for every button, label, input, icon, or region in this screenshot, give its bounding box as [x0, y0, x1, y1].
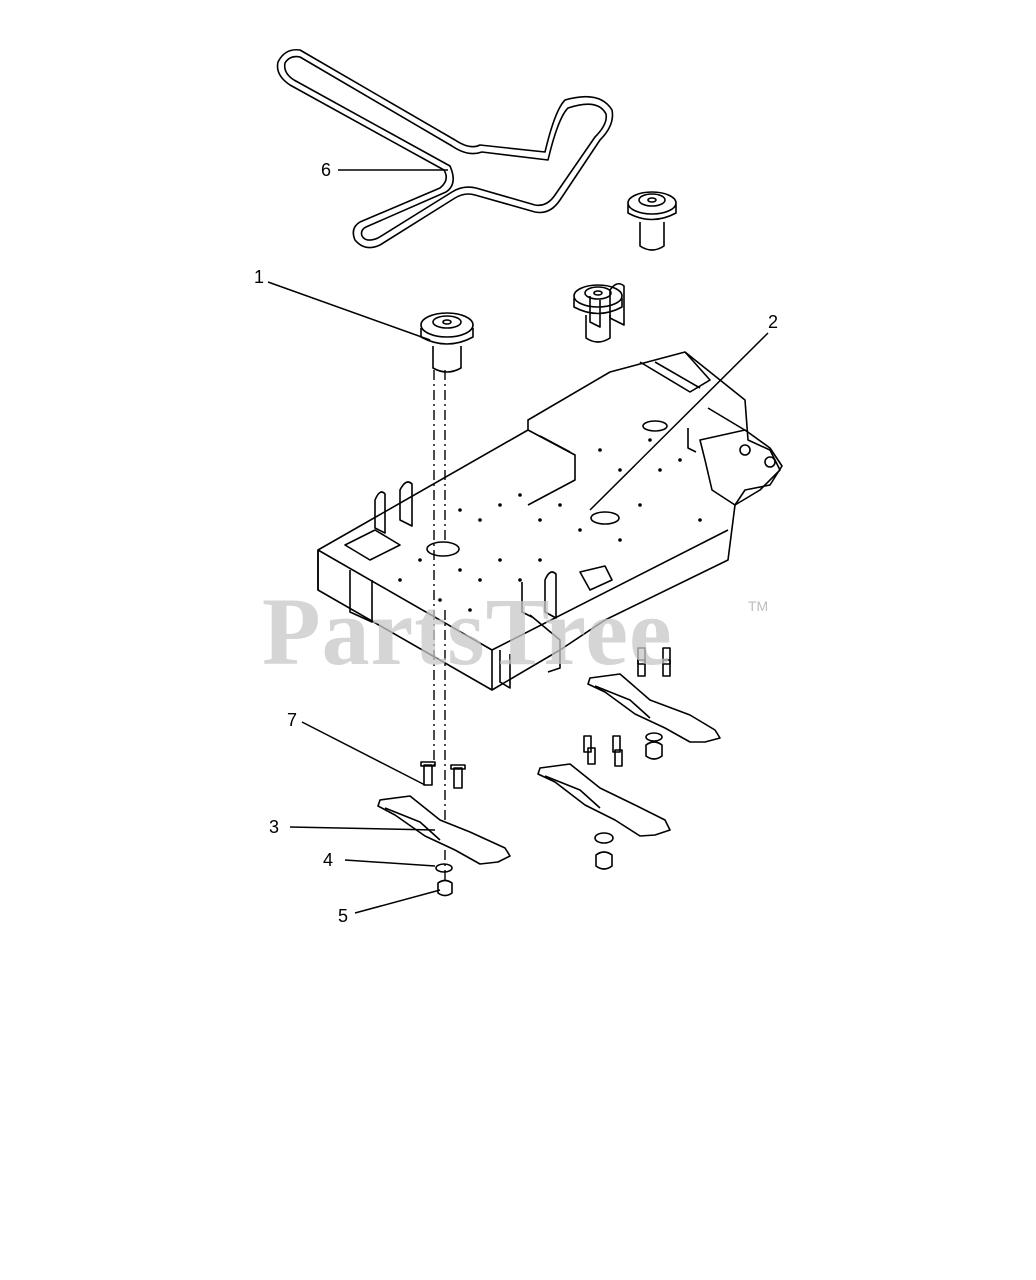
spindle-center [573, 284, 623, 343]
drive-belt [276, 48, 614, 249]
blade-right [587, 673, 721, 743]
callout-5: 5 [338, 906, 349, 926]
callout-2: 2 [768, 312, 779, 332]
spindle-right-rear [627, 191, 677, 251]
callout-3: 3 [269, 817, 280, 837]
hardware [420, 647, 671, 897]
callout-7: 7 [287, 710, 298, 730]
spindle-left [420, 312, 474, 373]
blade-center [537, 763, 671, 837]
callout-4: 4 [323, 850, 334, 870]
callout-6: 6 [321, 160, 332, 180]
trademark-symbol: TM [748, 598, 769, 614]
partstree-watermark: PartsTree [262, 578, 673, 685]
leader-lines [267, 169, 769, 914]
callout-1: 1 [254, 267, 265, 287]
blade-left [377, 795, 511, 865]
